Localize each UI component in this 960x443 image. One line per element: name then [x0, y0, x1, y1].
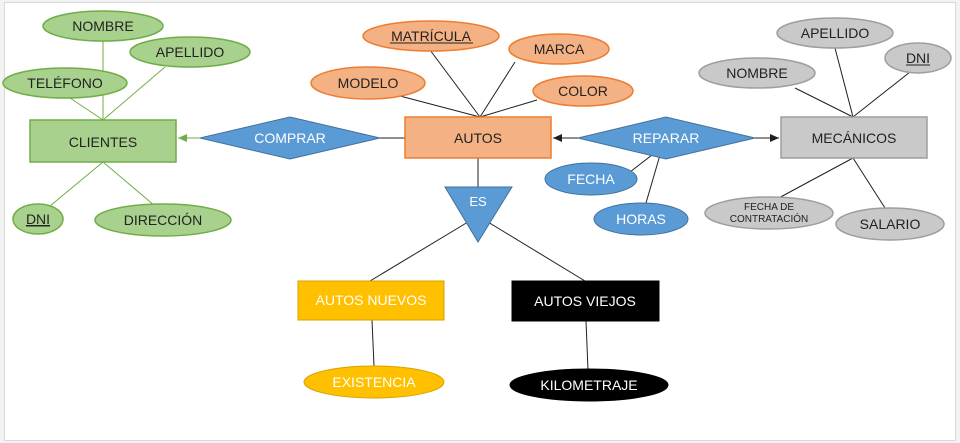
svg-text:DIRECCIÓN: DIRECCIÓN — [124, 212, 203, 228]
entity-autos: AUTOS — [404, 116, 552, 159]
connector-autos-marca — [479, 61, 516, 118]
attribute-autos-modelo: MODELO — [310, 66, 426, 100]
connector-clientes-telefono — [69, 97, 104, 121]
attribute-mecanicos-apellido: APELLIDO — [776, 17, 894, 49]
connector-mecanicos-dni — [852, 71, 911, 118]
svg-text:MATRÍCULA: MATRÍCULA — [391, 28, 472, 44]
entity-clientes: CLIENTES — [29, 119, 177, 163]
svg-text:ES: ES — [469, 194, 487, 209]
svg-text:CONTRATACIÓN: CONTRATACIÓN — [730, 212, 809, 225]
connector-mecanicos-salario — [852, 157, 886, 209]
svg-text:AUTOS NUEVOS: AUTOS NUEVOS — [316, 292, 427, 308]
attribute-reparar-fecha: FECHA — [544, 162, 638, 196]
connector-mecanicos-nombre — [794, 87, 854, 118]
svg-text:FECHA DE: FECHA DE — [744, 202, 794, 213]
svg-text:MARCA: MARCA — [534, 41, 585, 57]
attribute-mecanicos-dni: DNI — [884, 42, 952, 74]
connectors — [49, 40, 911, 371]
connector-reparar-horas — [645, 154, 661, 204]
relationship-comprar: COMPRAR — [199, 116, 381, 160]
svg-text:NOMBRE: NOMBRE — [726, 65, 787, 81]
svg-text:TELÉFONO: TELÉFONO — [27, 75, 103, 91]
svg-text:CLIENTES: CLIENTES — [69, 134, 137, 150]
connector-autos-matricula — [429, 49, 481, 118]
attribute-clientes-nombre: NOMBRE — [42, 10, 164, 42]
svg-text:HORAS: HORAS — [616, 211, 666, 227]
connector-reparar-fecha — [629, 154, 653, 173]
attribute-mecanicos-nombre: NOMBRE — [698, 57, 816, 89]
attribute-autos-viejos-kilometraje: KILOMETRAJE — [509, 368, 669, 402]
attribute-autos-nuevos-existencia: EXISTENCIA — [303, 365, 445, 399]
connector-autos-viejos-kilometraje — [585, 320, 589, 371]
connector-clientes-apellido — [102, 66, 166, 121]
svg-text:COLOR: COLOR — [558, 83, 608, 99]
attribute-clientes-direccion: DIRECCIÓN — [94, 203, 232, 237]
attribute-autos-matricula: MATRÍCULA — [362, 20, 500, 52]
connector-clientes-direccion — [102, 161, 156, 207]
connector-mecanicos-fecha — [774, 157, 854, 201]
attribute-mecanicos-fecha-contratacion: FECHA DE CONTRATACIÓN — [704, 196, 834, 230]
attribute-clientes-telefono: TELÉFONO — [2, 67, 128, 99]
relationship-es: ES — [444, 186, 513, 243]
svg-text:MECÁNICOS: MECÁNICOS — [812, 130, 897, 146]
svg-text:DNI: DNI — [26, 211, 50, 227]
attribute-clientes-apellido: APELLIDO — [129, 36, 251, 68]
attribute-autos-marca: MARCA — [508, 33, 610, 65]
connector-clientes-dni — [49, 161, 104, 207]
svg-text:APELLIDO: APELLIDO — [156, 44, 225, 60]
entity-autos-viejos: AUTOS VIEJOS — [511, 280, 660, 322]
svg-text:MODELO: MODELO — [338, 75, 399, 91]
svg-text:FECHA: FECHA — [567, 171, 615, 187]
attribute-clientes-dni: DNI — [12, 203, 64, 235]
svg-text:NOMBRE: NOMBRE — [72, 18, 133, 34]
connector-mecanicos-apellido — [834, 47, 854, 118]
svg-text:AUTOS VIEJOS: AUTOS VIEJOS — [534, 293, 636, 309]
entity-autos-nuevos: AUTOS NUEVOS — [297, 280, 445, 321]
svg-text:AUTOS: AUTOS — [454, 130, 502, 146]
entity-mecanicos: MECÁNICOS — [780, 116, 928, 159]
svg-text:COMPRAR: COMPRAR — [254, 130, 326, 146]
svg-text:EXISTENCIA: EXISTENCIA — [332, 374, 416, 390]
connector-autos-modelo — [399, 95, 481, 118]
connector-es-autos-viejos — [487, 221, 586, 282]
svg-text:DNI: DNI — [906, 50, 930, 66]
svg-text:KILOMETRAJE: KILOMETRAJE — [540, 377, 637, 393]
attribute-autos-color: COLOR — [532, 75, 634, 107]
svg-text:REPARAR: REPARAR — [633, 130, 700, 146]
svg-text:APELLIDO: APELLIDO — [801, 25, 870, 41]
attribute-mecanicos-salario: SALARIO — [835, 207, 945, 241]
relationship-reparar: REPARAR — [577, 116, 756, 160]
connector-autos-color — [479, 99, 538, 118]
svg-text:SALARIO: SALARIO — [860, 216, 921, 232]
attribute-reparar-horas: HORAS — [593, 202, 689, 236]
connector-es-autos-nuevos — [369, 221, 469, 282]
connector-autos-nuevos-existencia — [371, 319, 375, 367]
